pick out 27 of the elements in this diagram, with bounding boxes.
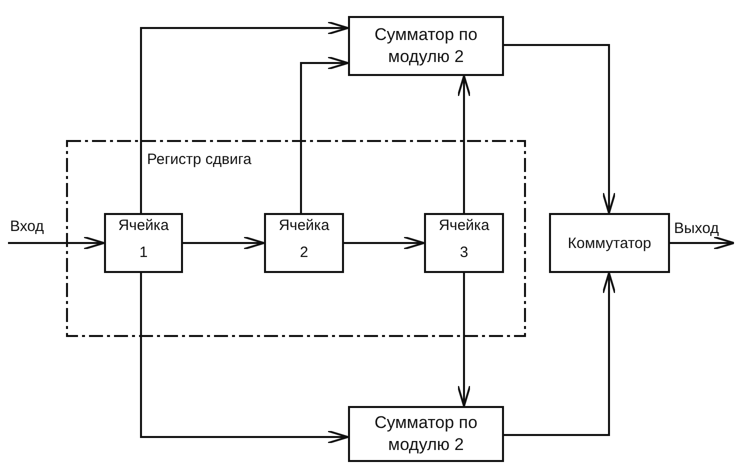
edge-label: Выход: [674, 220, 719, 237]
arrow: [457, 273, 471, 407]
register-cell-box: [104, 213, 183, 273]
arrow: [670, 236, 735, 250]
arrow: [140, 21, 349, 213]
switch-box: [549, 213, 670, 273]
shift-register-frame: [66, 140, 526, 337]
arrow: [140, 273, 349, 444]
arrow: [300, 56, 349, 213]
edge-label: Вход: [10, 218, 44, 235]
cell-label: Ячейка 1: [117, 216, 170, 263]
cell-label: Ячейка 2: [278, 216, 330, 263]
register-title: Регистр сдвига: [147, 151, 252, 168]
register-cell-box: [264, 213, 344, 273]
adder-box: [348, 16, 504, 76]
arrow: [504, 44, 616, 214]
adder-box: [348, 406, 504, 462]
register-cell-box: [424, 213, 504, 273]
arrow: [457, 75, 471, 213]
arrow: [344, 236, 425, 250]
arrow: [8, 236, 105, 250]
cell-label: Ячейка 3: [438, 216, 490, 263]
arrow: [183, 236, 265, 250]
arrow: [504, 272, 616, 436]
adder-label: Сумматор по модулю 2: [374, 24, 478, 68]
switch-label: Коммутатор: [568, 234, 652, 252]
adder-label: Сумматор по модулю 2: [374, 412, 478, 456]
